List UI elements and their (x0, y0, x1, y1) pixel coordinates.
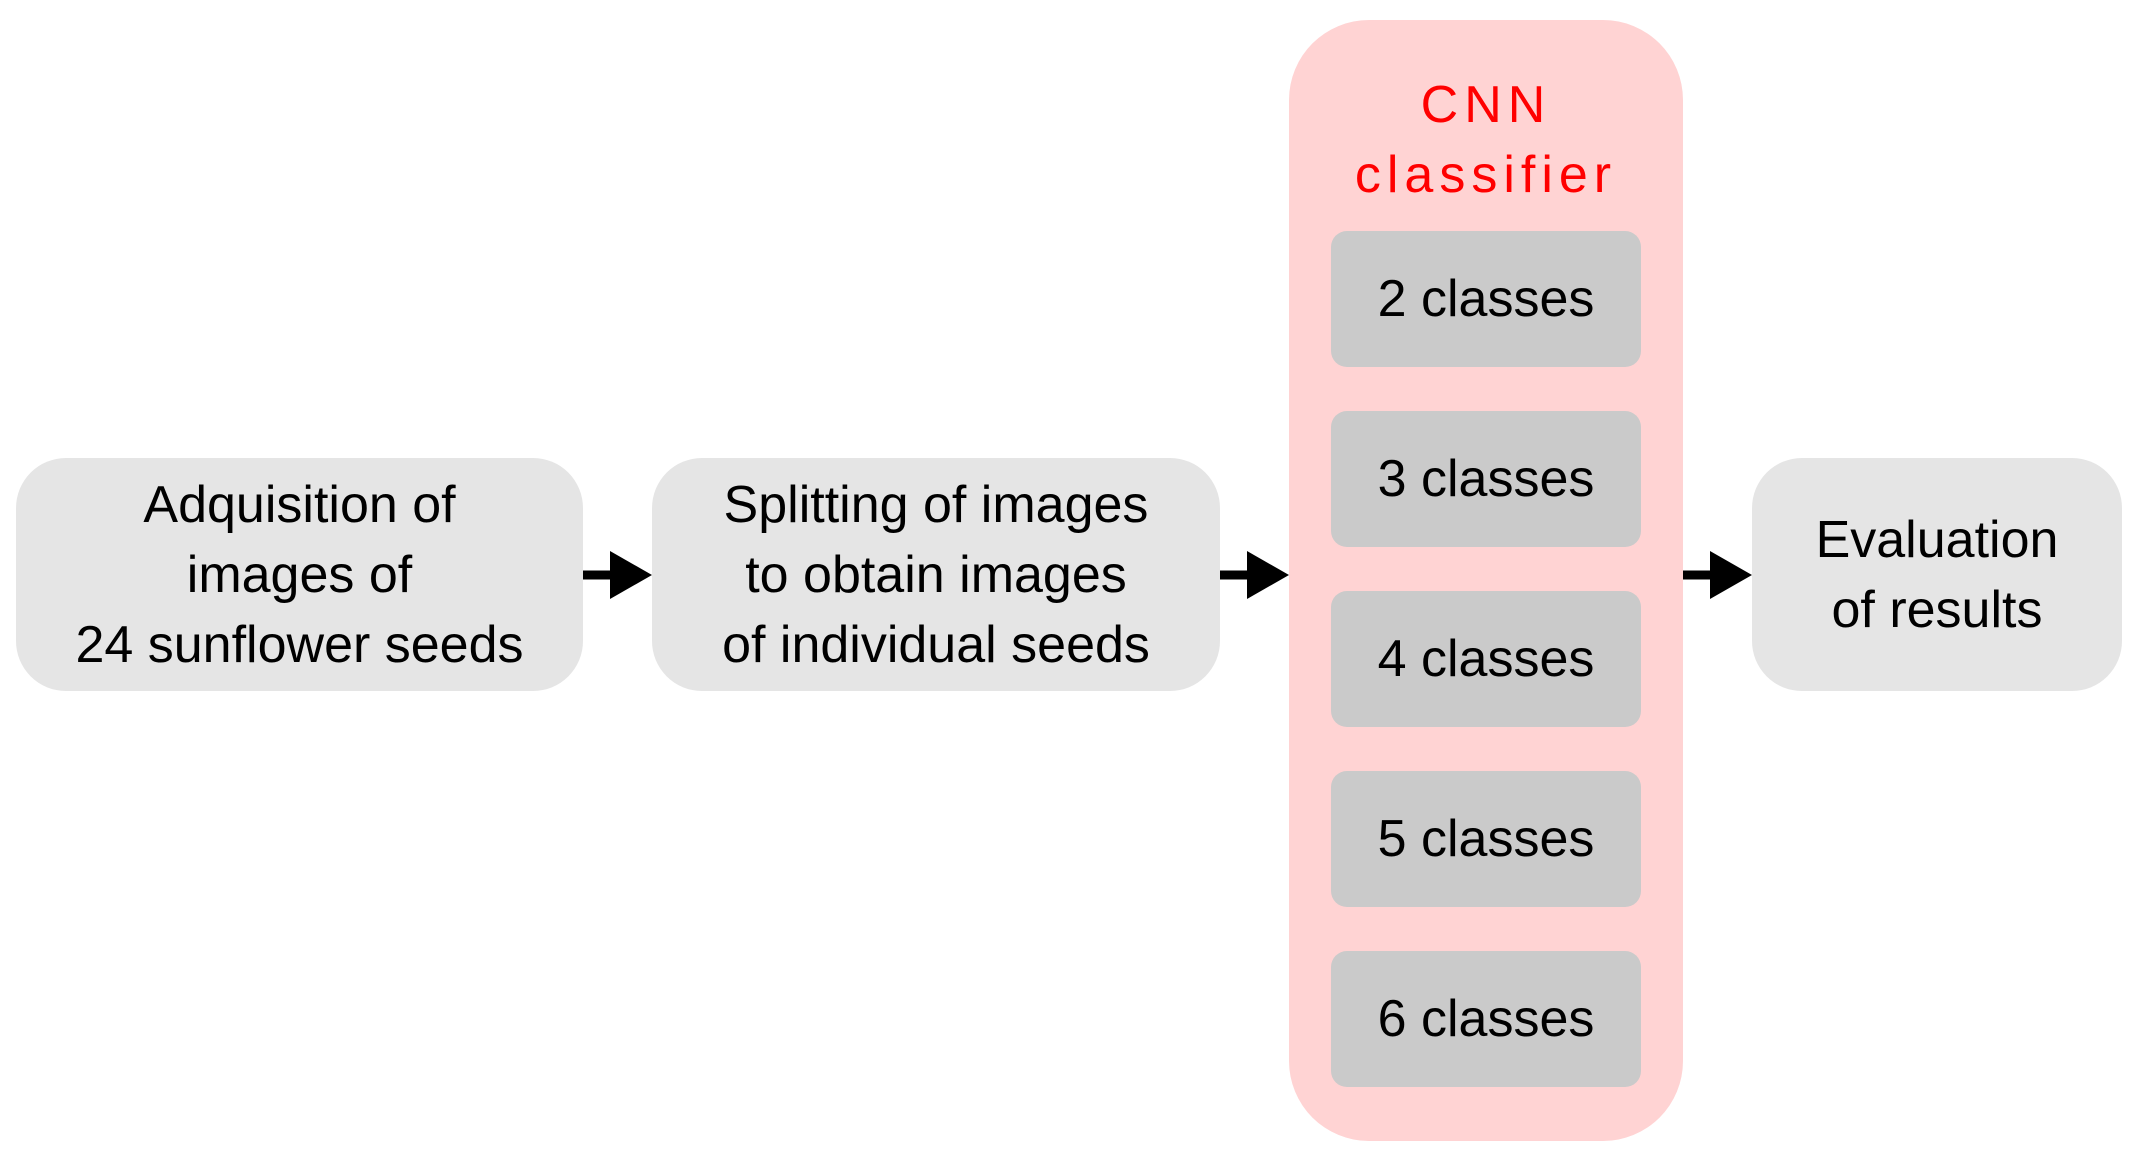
step-splitting-box: Splitting of images to obtain images of … (652, 458, 1220, 691)
arrow-splitting-to-cnn (1220, 551, 1289, 599)
class-option-6: 6 classes (1331, 951, 1641, 1087)
cnn-classifier-panel: CNN classifier 2 classes 3 classes 4 cla… (1289, 20, 1683, 1141)
step-acquisition-line-2: images of (186, 545, 413, 604)
arrow-cnn-to-evaluation (1683, 551, 1752, 599)
cnn-title-line-1: CNN (1420, 76, 1552, 134)
arrow-acquisition-to-splitting (583, 551, 652, 599)
step-acquisition-line-1: Adquisition of (143, 475, 456, 534)
cnn-title-line-2: classifier (1354, 146, 1618, 204)
step-evaluation-box: Evaluation of results (1752, 458, 2122, 691)
class-option-2: 2 classes (1331, 231, 1641, 367)
step-acquisition-box: Adquisition of images of 24 sunflower se… (16, 458, 583, 691)
step-splitting-line-3: of individual seeds (722, 615, 1150, 674)
step-evaluation-line-2: of results (1831, 580, 2043, 639)
step-acquisition-line-3: 24 sunflower seeds (75, 615, 524, 674)
class-option-3: 3 classes (1331, 411, 1641, 547)
step-evaluation-line-1: Evaluation (1815, 510, 2059, 569)
class-option-5: 5 classes (1331, 771, 1641, 907)
class-option-4: 4 classes (1331, 591, 1641, 727)
step-splitting-line-2: to obtain images (745, 545, 1127, 604)
step-splitting-line-1: Splitting of images (723, 475, 1149, 534)
cnn-classifier-title: CNN classifier (1289, 70, 1683, 210)
